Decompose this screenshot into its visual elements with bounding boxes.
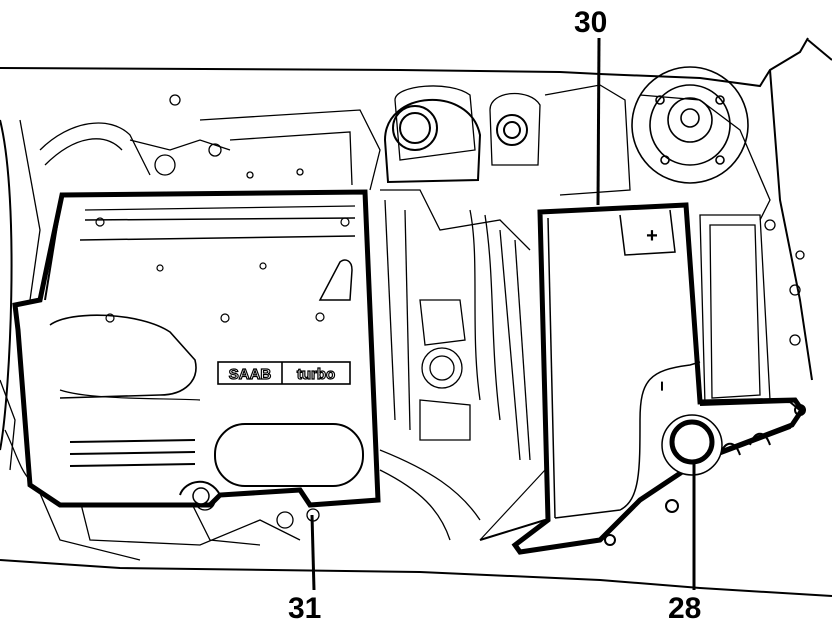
callout-31: 31 — [288, 592, 322, 625]
logo-brand: SAAB — [229, 366, 272, 383]
engine-bay-details — [0, 84, 805, 561]
battery-negative-mark: − — [652, 381, 672, 392]
battery — [479, 202, 806, 555]
battery-tray — [604, 400, 806, 546]
leader-line-31 — [310, 514, 316, 591]
coolant-cap — [661, 414, 723, 476]
body-outline — [0, 37, 832, 597]
callout-28: 28 — [668, 592, 702, 625]
coolant-reservoir — [383, 99, 528, 184]
strut-tower — [631, 66, 749, 184]
engine-cover — [12, 189, 381, 508]
engine-cover-logo: SAAB turbo — [217, 361, 351, 385]
logo-model: turbo — [297, 366, 335, 383]
leader-line-30 — [596, 37, 601, 206]
battery-positive-mark: + — [646, 225, 658, 247]
leader-lines — [310, 37, 696, 591]
callout-30: 30 — [574, 6, 608, 39]
